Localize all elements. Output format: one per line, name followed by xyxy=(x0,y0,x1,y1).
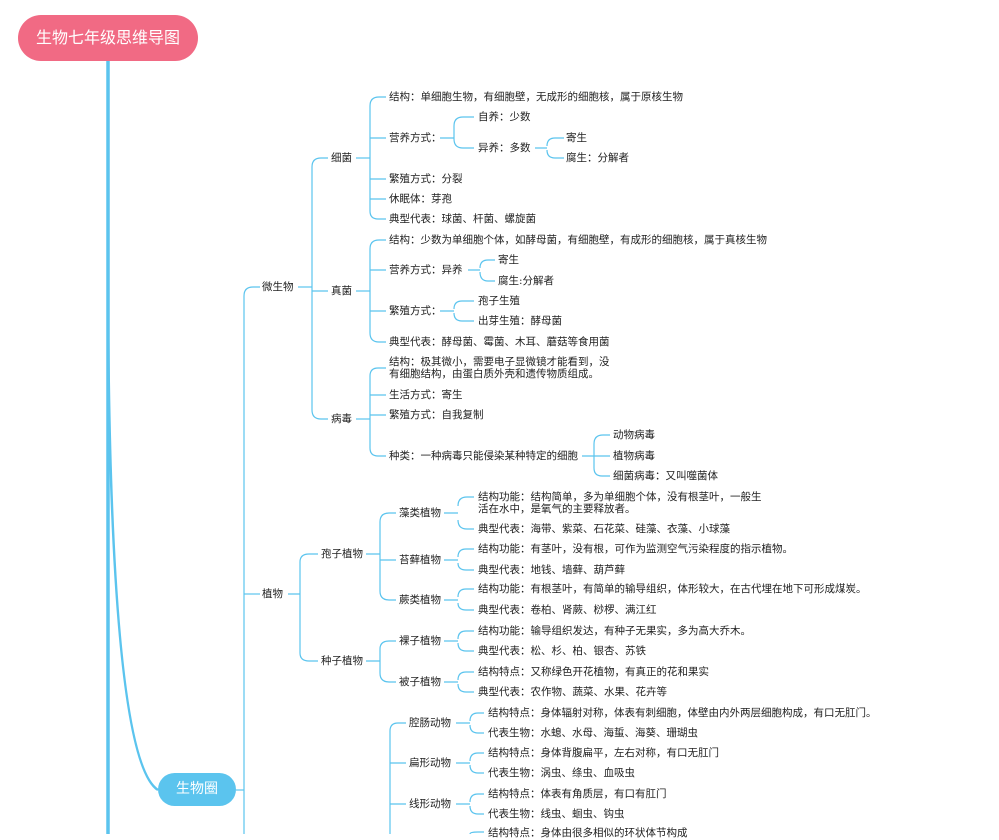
leaf-bacteria-dormant: 休眠体：芽孢 xyxy=(389,193,452,205)
leaf-virus-types: 种类：一种病毒只能侵染某种特定的细胞 xyxy=(389,450,578,462)
leaf-flat-examples: 代表生物：涡虫、绦虫、血吸虫 xyxy=(488,767,635,779)
leaf-coel-examples: 代表生物：水螅、水母、海蜇、海葵、珊瑚虫 xyxy=(488,727,698,739)
leaf-bacteria-reproduction: 繁殖方式：分裂 xyxy=(389,173,463,185)
leaf-fungi-spore: 孢子生殖 xyxy=(478,295,520,307)
leaf-moss-feature: 结构功能：有茎叶，没有根，可作为监测空气污染程度的指示植物。 xyxy=(478,543,793,555)
leaf-bacteria-parasite: 寄生 xyxy=(566,132,587,144)
leaf-fungi-reproduction: 繁殖方式： xyxy=(389,305,442,317)
leaf-virus-plant: 植物病毒 xyxy=(613,450,655,462)
leaf-fungi-budding: 出芽生殖：酵母菌 xyxy=(478,315,562,327)
leaf-virus-structure-2: 有细胞结构，由蛋白质外壳和遗传物质组成。 xyxy=(389,368,599,380)
node-angio[interactable]: 被子植物 xyxy=(399,676,441,688)
leaf-angio-feature: 结构特点：又称绿色开花植物，有真正的花和果实 xyxy=(478,666,709,678)
leaf-moss-examples: 典型代表：地钱、墙藓、葫芦藓 xyxy=(478,564,625,576)
leaf-bacteria-structure: 结构：单细胞生物，有细胞壁，无成形的细胞核，属于原核生物 xyxy=(389,91,683,103)
leaf-fungi-parasite: 寄生 xyxy=(498,254,519,266)
node-gymno[interactable]: 裸子植物 xyxy=(399,635,441,647)
node-moss[interactable]: 苔藓植物 xyxy=(399,554,441,566)
leaf-bacteria-examples: 典型代表：球菌、杆菌、螺旋菌 xyxy=(389,213,536,225)
leaf-fungi-saprophyte: 腐生:分解者 xyxy=(498,275,555,287)
leaf-bacteria-nutrition: 营养方式： xyxy=(389,132,442,144)
leaf-virus-structure-1: 结构：极其微小，需要电子显微镜才能看到，没 xyxy=(389,356,610,368)
leaf-algae-feature-2: 活在水中，是氧气的主要释放者。 xyxy=(478,503,636,515)
leaf-round-feature: 结构特点：体表有角质层，有口有肛门 xyxy=(488,788,667,800)
node-microbe[interactable]: 微生物 xyxy=(262,281,294,293)
node-fern[interactable]: 蕨类植物 xyxy=(399,594,441,606)
leaf-angio-examples: 典型代表：农作物、蔬菜、水果、花卉等 xyxy=(478,686,667,698)
leaf-virus-reproduction: 繁殖方式：自我复制 xyxy=(389,409,484,421)
leaf-gymno-examples: 典型代表：松、杉、柏、银杏、苏铁 xyxy=(478,645,646,657)
node-fungi[interactable]: 真菌 xyxy=(331,285,352,297)
leaf-virus-phage: 细菌病毒：又叫噬菌体 xyxy=(613,470,718,482)
branch-node-biosphere[interactable]: 生物圈 xyxy=(158,773,236,806)
node-bacteria[interactable]: 细菌 xyxy=(331,152,352,164)
leaf-bacteria-saprophyte: 腐生：分解者 xyxy=(566,152,629,164)
leaf-virus-life: 生活方式：寄生 xyxy=(389,389,463,401)
node-seed-plants[interactable]: 种子植物 xyxy=(321,655,363,667)
node-plants[interactable]: 植物 xyxy=(262,588,283,600)
leaf-fungi-nutrition: 营养方式：异养 xyxy=(389,264,463,276)
node-spore-plants[interactable]: 孢子植物 xyxy=(321,548,363,560)
root-node[interactable]: 生物七年级思维导图 xyxy=(18,15,198,61)
node-coelenterates[interactable]: 腔肠动物 xyxy=(409,717,451,729)
leaf-bacteria-hetero: 异养：多数 xyxy=(478,142,531,154)
node-flatworms[interactable]: 扁形动物 xyxy=(409,757,451,769)
leaf-coel-feature: 结构特点：身体辐射对称，体表有刺细胞，体壁由内外两层细胞构成，有口无肛门。 xyxy=(488,707,877,719)
leaf-fungi-examples: 典型代表：酵母菌、霉菌、木耳、蘑菇等食用菌 xyxy=(389,336,610,348)
leaf-fern-feature: 结构功能：有根茎叶，有简单的输导组织，体形较大，在古代埋在地下可形成煤炭。 xyxy=(478,583,867,595)
leaf-fungi-structure: 结构：少数为单细胞个体，如酵母菌，有细胞壁，有成形的细胞核，属于真核生物 xyxy=(389,234,767,246)
node-roundworms[interactable]: 线形动物 xyxy=(409,798,451,810)
leaf-round-examples: 代表生物：线虫、蛔虫、钩虫 xyxy=(488,808,625,820)
leaf-algae-examples: 典型代表：海带、紫菜、石花菜、硅藻、衣藻、小球藻 xyxy=(478,523,730,535)
leaf-algae-feature-1: 结构功能：结构简单，多为单细胞个体，没有根茎叶，一般生 xyxy=(478,491,762,503)
leaf-bacteria-auto: 自养：少数 xyxy=(478,111,531,123)
node-virus[interactable]: 病毒 xyxy=(331,413,352,425)
leaf-fern-examples: 典型代表：卷柏、肾蕨、桫椤、满江红 xyxy=(478,604,657,616)
leaf-virus-animal: 动物病毒 xyxy=(613,429,655,441)
leaf-flat-feature: 结构特点：身体背腹扁平，左右对称，有口无肛门 xyxy=(488,747,719,759)
leaf-gymno-feature: 结构功能：输导组织发达，有种子无果实，多为高大乔木。 xyxy=(478,625,751,637)
node-algae[interactable]: 藻类植物 xyxy=(399,507,441,519)
